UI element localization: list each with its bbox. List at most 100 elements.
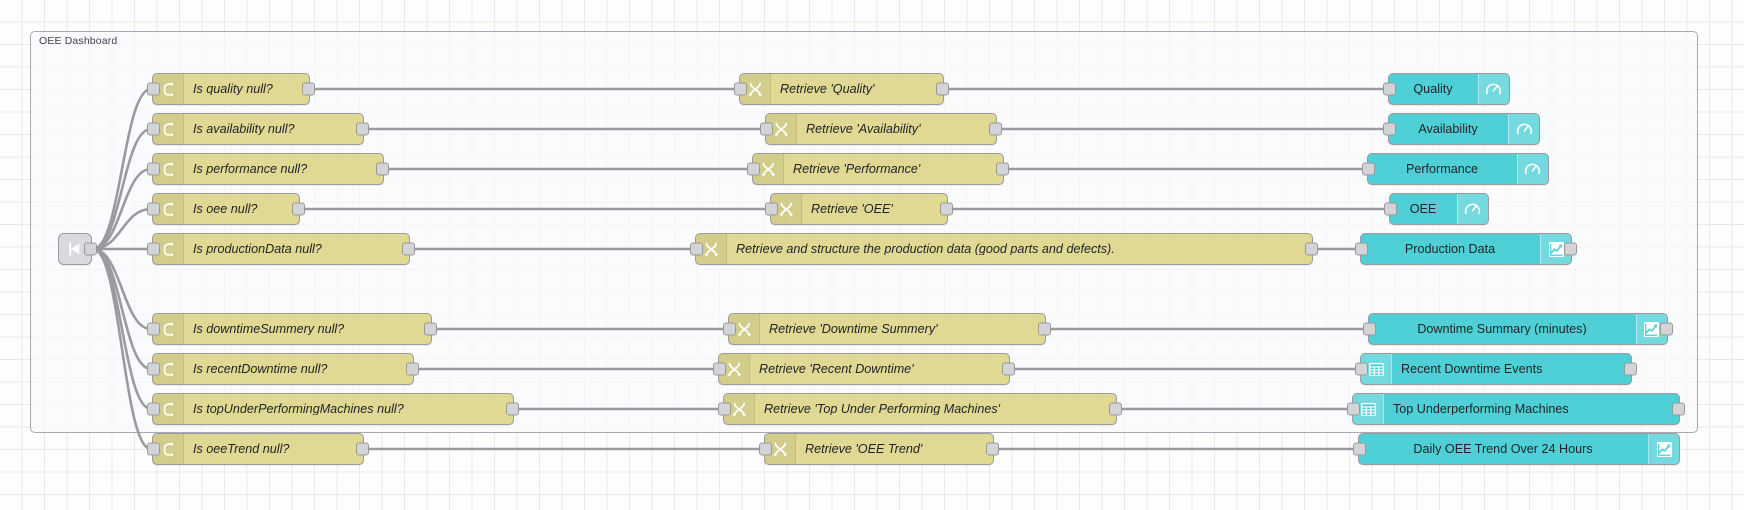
dashboard-input-port[interactable]: [1347, 402, 1360, 416]
switch-output-port[interactable]: [356, 122, 369, 136]
dashboard-input-port[interactable]: [1383, 82, 1396, 96]
switch-node-6[interactable]: Is recentDowntime null?: [147, 353, 419, 385]
dashboard-node-icon: [1516, 154, 1548, 184]
dashboard-input-port[interactable]: [1355, 362, 1368, 376]
change-input-port[interactable]: [723, 322, 736, 336]
change-input-port[interactable]: [713, 362, 726, 376]
change-node-3[interactable]: Retrieve 'OEE': [765, 193, 953, 225]
change-input-port[interactable]: [760, 122, 773, 136]
change-node-8[interactable]: Retrieve 'OEE Trend': [759, 433, 999, 465]
change-output-port[interactable]: [996, 162, 1009, 176]
switch-node-0[interactable]: Is quality null?: [147, 73, 315, 105]
change-node-5[interactable]: Retrieve 'Downtime Summery': [723, 313, 1051, 345]
switch-input-port[interactable]: [147, 162, 160, 176]
dashboard-node-7[interactable]: Top Underperforming Machines: [1347, 393, 1685, 425]
chart-icon: [1548, 241, 1564, 257]
switch-node-8[interactable]: Is oeeTrend null?: [147, 433, 369, 465]
dashboard-node-2[interactable]: Performance: [1362, 153, 1549, 185]
table-icon: [1368, 362, 1384, 376]
table-icon: [1360, 402, 1376, 416]
dashboard-output-port[interactable]: [1624, 362, 1637, 376]
switch-output-port[interactable]: [376, 162, 389, 176]
switch-input-port[interactable]: [147, 362, 160, 376]
dashboard-node-3[interactable]: OEE: [1384, 193, 1489, 225]
dashboard-input-port[interactable]: [1384, 202, 1397, 216]
switch-node-5[interactable]: Is downtimeSummery null?: [147, 313, 437, 345]
switch-input-port[interactable]: [147, 402, 160, 416]
switch-node-2[interactable]: Is performance null?: [147, 153, 389, 185]
change-node-label: Retrieve and structure the production da…: [736, 242, 1115, 256]
switch-node-1[interactable]: Is availability null?: [147, 113, 369, 145]
change-input-port[interactable]: [759, 442, 772, 456]
change-node-7[interactable]: Retrieve 'Top Under Performing Machines': [718, 393, 1122, 425]
switch-icon: [163, 201, 174, 217]
switch-node-label: Is recentDowntime null?: [193, 362, 328, 376]
change-output-port[interactable]: [1109, 402, 1122, 416]
change-icon: [773, 442, 787, 457]
dashboard-output-port[interactable]: [1672, 402, 1685, 416]
dashboard-node-8[interactable]: Daily OEE Trend Over 24 Hours: [1353, 433, 1680, 465]
switch-node-4[interactable]: Is productionData null?: [147, 233, 415, 265]
switch-node-icon: [153, 194, 184, 224]
switch-output-port[interactable]: [302, 82, 315, 96]
change-output-port[interactable]: [1038, 322, 1051, 336]
switch-input-port[interactable]: [147, 202, 160, 216]
change-node-6[interactable]: Retrieve 'Recent Downtime': [713, 353, 1015, 385]
dashboard-node-0[interactable]: Quality: [1383, 73, 1510, 105]
change-input-port[interactable]: [765, 202, 778, 216]
dashboard-input-port[interactable]: [1353, 442, 1366, 456]
source-output-port[interactable]: [84, 242, 97, 256]
switch-input-port[interactable]: [147, 122, 160, 136]
dashboard-node-icon: [1540, 234, 1571, 264]
switch-icon: [163, 241, 174, 257]
switch-output-port[interactable]: [424, 322, 437, 336]
change-input-port[interactable]: [734, 82, 747, 96]
change-node-1[interactable]: Retrieve 'Availability': [760, 113, 1002, 145]
change-input-port[interactable]: [690, 242, 703, 256]
switch-input-port[interactable]: [147, 322, 160, 336]
switch-output-port[interactable]: [402, 242, 415, 256]
change-output-port[interactable]: [1002, 362, 1015, 376]
change-output-port[interactable]: [1305, 242, 1318, 256]
dashboard-node-1[interactable]: Availability: [1383, 113, 1540, 145]
switch-input-port[interactable]: [147, 242, 160, 256]
change-output-port[interactable]: [986, 442, 999, 456]
switch-input-port[interactable]: [147, 82, 160, 96]
dashboard-node-label: Top Underperforming Machines: [1393, 402, 1569, 416]
change-node-4[interactable]: Retrieve and structure the production da…: [690, 233, 1318, 265]
change-node-label: Retrieve 'OEE': [811, 202, 893, 216]
change-output-port[interactable]: [936, 82, 949, 96]
change-input-port[interactable]: [718, 402, 731, 416]
change-icon: [737, 322, 751, 337]
switch-output-port[interactable]: [292, 202, 305, 216]
switch-output-port[interactable]: [406, 362, 419, 376]
switch-output-port[interactable]: [506, 402, 519, 416]
switch-icon: [163, 321, 174, 337]
dashboard-input-port[interactable]: [1363, 322, 1376, 336]
change-output-port[interactable]: [940, 202, 953, 216]
switch-output-port[interactable]: [356, 442, 369, 456]
dashboard-input-port[interactable]: [1383, 122, 1396, 136]
dashboard-output-port[interactable]: [1660, 322, 1673, 336]
switch-node-3[interactable]: Is oee null?: [147, 193, 305, 225]
change-node-label: Retrieve 'OEE Trend': [805, 442, 923, 456]
dashboard-node-5[interactable]: Downtime Summary (minutes): [1363, 313, 1673, 345]
switch-input-port[interactable]: [147, 442, 160, 456]
change-node-0[interactable]: Retrieve 'Quality': [734, 73, 949, 105]
change-node-2[interactable]: Retrieve 'Performance': [747, 153, 1009, 185]
change-output-port[interactable]: [989, 122, 1002, 136]
dashboard-node-6[interactable]: Recent Downtime Events: [1355, 353, 1637, 385]
dashboard-input-port[interactable]: [1355, 242, 1368, 256]
dashboard-input-port[interactable]: [1362, 162, 1375, 176]
dashboard-node-4[interactable]: Production Data: [1355, 233, 1577, 265]
switch-node-icon: [153, 154, 184, 184]
switch-node-7[interactable]: Is topUnderPerformingMachines null?: [147, 393, 519, 425]
link-call-icon: [69, 242, 80, 256]
gauge-icon: [1486, 83, 1502, 94]
change-input-port[interactable]: [747, 162, 760, 176]
dashboard-output-port[interactable]: [1564, 242, 1577, 256]
source-link-node[interactable]: [58, 233, 97, 265]
dashboard-node-label: Daily OEE Trend Over 24 Hours: [1413, 442, 1593, 456]
change-icon: [727, 362, 741, 377]
switch-node-icon: [153, 394, 184, 424]
